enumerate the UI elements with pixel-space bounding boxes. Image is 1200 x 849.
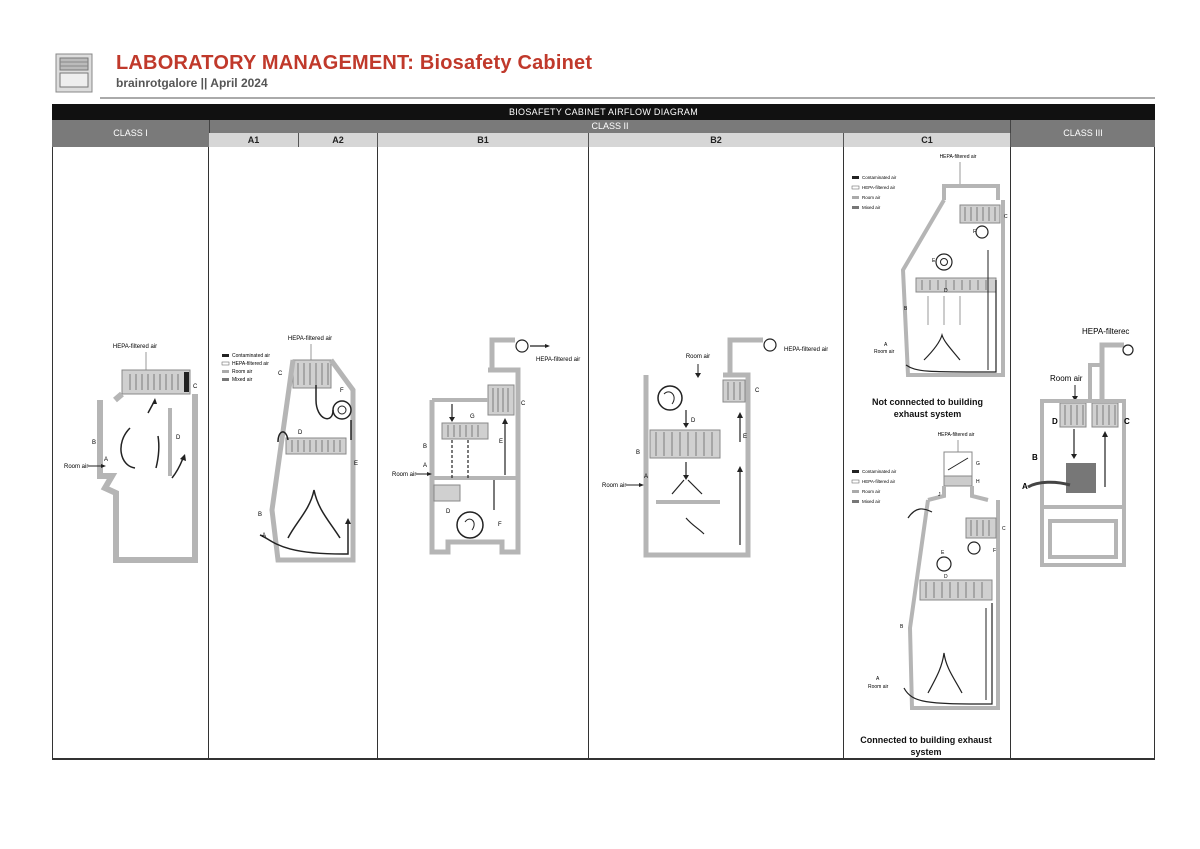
class3-label-a: A	[1022, 482, 1028, 491]
c1-legend-hepa: HEPA-filtered air	[862, 185, 896, 190]
class3-header: CLASS III	[1011, 120, 1155, 147]
a-legend-contaminated: Contaminated air	[232, 353, 270, 359]
a-label-c: C	[278, 371, 283, 377]
c1b-room-air: Room air	[868, 684, 889, 690]
class2-a-diagram: HEPA-filtered air Contaminated air HEPA-…	[221, 336, 358, 563]
b2-label-a: A	[644, 474, 648, 480]
c1-top-label-d: D	[944, 288, 948, 294]
b2-room-air-top: Room air	[686, 354, 710, 360]
class1-header: CLASS I	[52, 120, 209, 147]
b2-hepa-label: HEPA-filtered air	[784, 347, 828, 353]
b1-label-e: E	[499, 439, 503, 445]
class2-a-cell	[209, 147, 378, 760]
class3-room-air: Room air	[1050, 374, 1083, 383]
c1-top-room-air: Room air	[874, 349, 895, 355]
c1b-label-j: J	[938, 492, 941, 498]
a-label-f: F	[340, 388, 344, 394]
class3-label-b: B	[1032, 453, 1038, 462]
a-label-a: A	[262, 533, 266, 539]
class1-cell	[52, 147, 209, 760]
class1-hepa-label: HEPA-filtered air	[113, 344, 157, 350]
c1-not-connected-caption: Not connected to building exhaust system	[872, 397, 983, 419]
header-rule	[100, 97, 1155, 99]
b2-label-d: D	[691, 418, 696, 424]
a-legend-hepa: HEPA-filtered air	[232, 361, 269, 367]
table-title: BIOSAFETY CABINET AIRFLOW DIAGRAM	[52, 104, 1155, 120]
class1-label-b: B	[92, 440, 96, 446]
sub-b1-header: B1	[378, 133, 589, 147]
sub-a1-header: A1	[209, 133, 299, 147]
c1-top-label-b: B	[904, 306, 908, 312]
c1b-label-e: E	[941, 550, 945, 556]
b1-room-air: Room air	[392, 472, 416, 478]
a-label-d: D	[298, 430, 303, 436]
class3-diagram: HEPA-filterec Room air D C B A	[1022, 327, 1134, 567]
c1b-legend-mixed: Mixed air	[862, 499, 881, 504]
c1-top-hepa-label: HEPA-filtered air	[940, 154, 977, 160]
c1-bottom-hepa-label: HEPA-filtered air	[938, 432, 975, 438]
sub-b2-header: B2	[589, 133, 844, 147]
b1-label-g: G	[470, 414, 475, 420]
b2-label-c: C	[755, 388, 760, 394]
c1b-legend-room: Room air	[862, 489, 881, 494]
b1-label-d: D	[446, 509, 451, 515]
c1-top-label-a: A	[884, 342, 888, 348]
class2-b1-diagram: HEPA-filtered air C G E B A Room air D F	[392, 337, 580, 555]
page-title: LABORATORY MANAGEMENT: Biosafety Cabinet	[116, 52, 593, 74]
b2-label-b: B	[636, 450, 640, 456]
c1b-legend-hepa: HEPA-filtered air	[862, 479, 896, 484]
c1b-legend-contaminated: Contaminated air	[862, 469, 897, 474]
class2-b2-cell	[589, 147, 844, 760]
class3-label-c: C	[1124, 417, 1130, 426]
class1-diagram: HEPA-filtered air C B D A Room air	[64, 344, 198, 563]
class1-label-d: D	[176, 435, 181, 441]
b1-hepa-label: HEPA-filtered air	[536, 357, 580, 363]
page-subtitle: brainrotgalore || April 2024	[116, 76, 268, 90]
airflow-table: BIOSAFETY CABINET AIRFLOW DIAGRAM CLASS …	[52, 104, 1155, 760]
class2-c1-cell	[844, 147, 1011, 760]
class3-label-d: D	[1052, 417, 1058, 426]
b1-label-c: C	[521, 401, 526, 407]
c1b-label-b: B	[900, 624, 904, 630]
c1b-label-a: A	[876, 676, 880, 682]
class1-label-c: C	[193, 384, 198, 390]
c1-top-label-f: F	[973, 229, 976, 235]
table-bottom-border	[52, 758, 1155, 760]
c1b-label-h: H	[976, 479, 980, 485]
sub-a2-header: A2	[299, 133, 378, 147]
c1-top-label-e: E	[932, 258, 936, 264]
b2-room-air: Room air	[602, 483, 626, 489]
c1-legend-room: Room air	[862, 195, 881, 200]
c1-connected-caption: Connected to building exhaust system	[860, 735, 992, 757]
c1b-label-f: F	[993, 548, 996, 554]
c1-top-label-c: C	[1004, 214, 1008, 220]
class2-c1-top-diagram: HEPA-filtered air Contaminated air HEPA-…	[851, 154, 1008, 377]
b1-label-a: A	[423, 463, 427, 469]
a-legend-room: Room air	[232, 369, 253, 375]
cabinet-logo-icon	[55, 53, 93, 93]
sub-c1-header: C1	[844, 133, 1011, 147]
class1-label-a: A	[104, 457, 108, 463]
class2-b1-cell	[378, 147, 589, 760]
b2-label-e: E	[743, 434, 747, 440]
c1-legend-contaminated: Contaminated air	[862, 175, 897, 180]
a-hepa-label: HEPA-filtered air	[288, 336, 332, 342]
class2-header: CLASS II	[209, 120, 1011, 133]
b1-label-f: F	[498, 522, 502, 528]
class2-b2-diagram: HEPA-filtered air Room air C D E B A Roo…	[602, 337, 828, 558]
class2-c1-bottom-diagram: HEPA-filtered air Contaminated air HEPA-…	[851, 432, 1006, 710]
b1-label-b: B	[423, 444, 427, 450]
a-legend-mixed: Mixed air	[232, 377, 253, 383]
c1-legend-mixed: Mixed air	[862, 205, 881, 210]
c1b-label-d: D	[944, 574, 948, 580]
c1b-label-c: C	[1002, 526, 1006, 532]
a-label-b: B	[258, 512, 262, 518]
c1b-label-g: G	[976, 461, 980, 467]
a-label-e: E	[354, 461, 358, 467]
class1-room-air: Room air	[64, 464, 88, 470]
class3-hepa-label: HEPA-filterec	[1082, 327, 1129, 336]
class3-cell	[1011, 147, 1155, 760]
